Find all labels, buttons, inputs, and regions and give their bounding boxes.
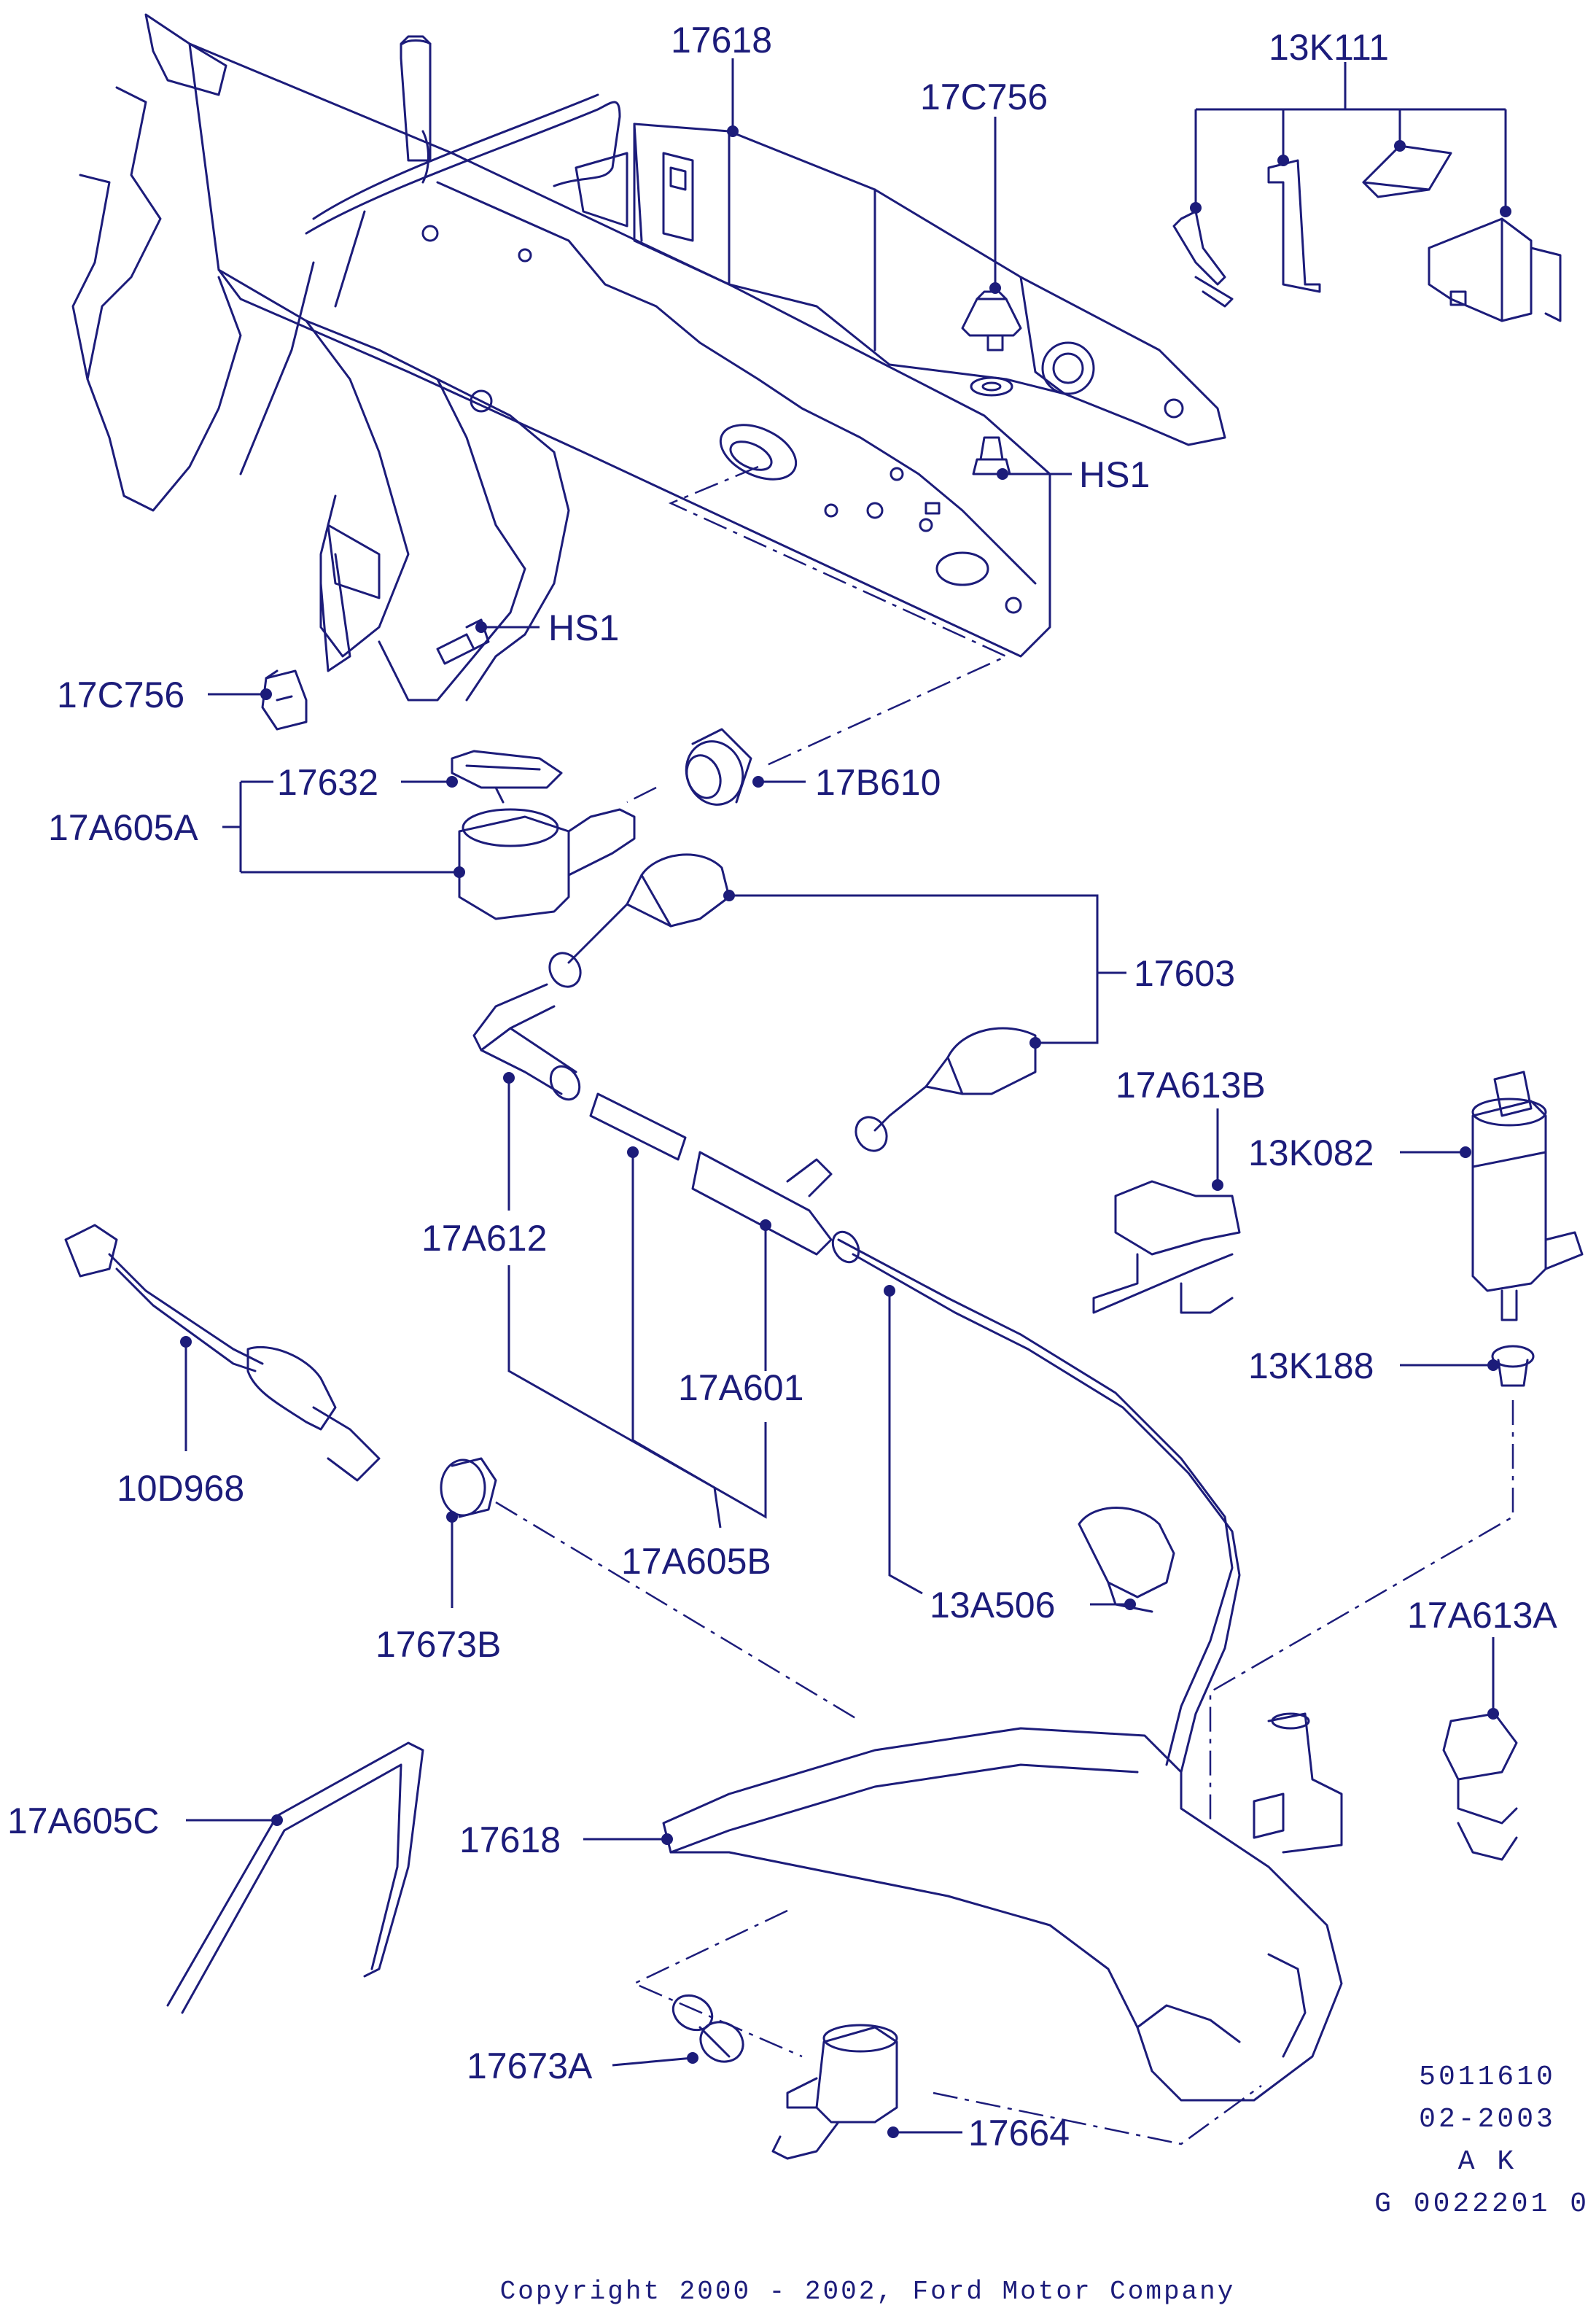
hose-clip-13a506 <box>1078 1507 1175 1613</box>
label-13k111: 13K111 <box>1269 27 1389 68</box>
drawing-initials: A K <box>1458 2146 1517 2178</box>
label-17a613b: 17A613B <box>1116 1065 1266 1106</box>
sensor-grommet-17673b <box>440 1457 497 1518</box>
label-17603: 17603 <box>1134 953 1235 994</box>
level-sensor-10d968 <box>64 1224 381 1482</box>
label-17618-bottom: 17618 <box>459 1819 561 1860</box>
label-17618-top: 17618 <box>671 20 772 61</box>
label-17c756-left: 17C756 <box>57 675 184 715</box>
label-17673b: 17673B <box>375 1624 501 1665</box>
label-17a601: 17A601 <box>678 1367 803 1408</box>
grommet-17b610 <box>685 728 752 806</box>
jet-nozzle-17603-upper <box>548 853 731 988</box>
assembly-lines <box>495 465 1514 2145</box>
label-17664: 17664 <box>968 2113 1070 2153</box>
label-17b610: 17B610 <box>815 762 941 803</box>
label-13k188: 13K188 <box>1248 1345 1374 1386</box>
inner-wing-panel <box>71 13 1051 702</box>
filler-cap-17632 <box>451 750 563 804</box>
label-13k082: 13K082 <box>1248 1133 1374 1173</box>
washer-reservoir-lower <box>662 1712 1343 2102</box>
part-labels: 17618 17C756 13K111 HS1 HS1 17C756 17632… <box>7 20 1557 2153</box>
label-10d968: 10D968 <box>117 1468 244 1509</box>
drawing-meta: 5011610 02-2003 A K G 0022201 0 <box>1374 2062 1589 2220</box>
label-17a605b: 17A605B <box>621 1541 771 1582</box>
reservoir-bracket-upper <box>305 93 1226 446</box>
label-17a605a: 17A605A <box>48 807 198 848</box>
bracket-set-13k111 <box>1172 144 1562 322</box>
washer-pump-13k082 <box>1471 1071 1584 1321</box>
drain-hose-17a605c <box>166 1741 424 2014</box>
washer-hose-network <box>472 983 1241 1774</box>
label-17a612: 17A612 <box>421 1218 547 1259</box>
copyright-notice: Copyright 2000 - 2002, Ford Motor Compan… <box>500 2277 1236 2307</box>
hose-clip-17a613b <box>1092 1180 1241 1314</box>
label-17673a: 17673A <box>467 2046 593 2086</box>
drawing-code: 5011610 <box>1419 2062 1556 2093</box>
filler-neck-17a605a <box>458 808 636 920</box>
graphic-id: G 0022201 0 <box>1374 2188 1589 2220</box>
label-17c756-top: 17C756 <box>920 77 1048 117</box>
label-17a605c: 17A605C <box>7 1801 160 1841</box>
drawing-date: 02-2003 <box>1419 2104 1556 2135</box>
jet-nozzle-17603-lower <box>855 1027 1037 1152</box>
clip-17c756-left <box>261 669 308 731</box>
label-17a613a: 17A613A <box>1407 1595 1557 1636</box>
washer-pump-17664 <box>771 2024 898 2160</box>
label-13a506: 13A506 <box>930 1585 1055 1625</box>
hose-clip-17a613a <box>1442 1712 1518 1861</box>
pump-grommet-13k188 <box>1491 1345 1535 1387</box>
label-17632: 17632 <box>277 762 378 803</box>
label-hs1-right: HS1 <box>1079 454 1150 495</box>
leader-lines <box>180 58 1511 2138</box>
label-hs1-left: HS1 <box>548 607 619 648</box>
